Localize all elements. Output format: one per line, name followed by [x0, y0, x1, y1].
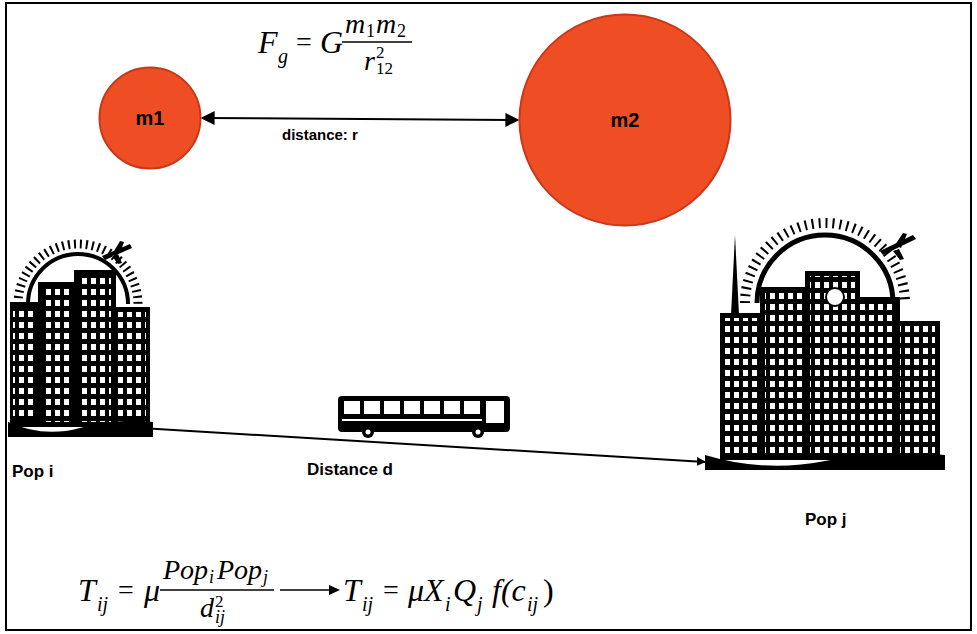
population-label: Pop j: [805, 510, 847, 530]
circle-shape: [520, 15, 731, 226]
formula-symbol: 12: [376, 60, 393, 77]
population-label: Pop i: [12, 462, 54, 482]
formula-symbol: =: [383, 576, 399, 604]
formula-symbol: i: [445, 594, 451, 614]
mass-label: m1: [136, 107, 165, 130]
formula-symbol: ij: [97, 594, 108, 614]
formula-symbol: ij: [527, 594, 538, 614]
formula-symbol: d: [200, 594, 214, 622]
circle-shape: [100, 68, 201, 169]
formula-symbol: g: [278, 46, 288, 66]
city-node: Pop j: [705, 225, 945, 470]
formula-symbol: T: [343, 574, 361, 606]
formula-symbol: 1: [366, 22, 375, 40]
formula-symbol: r: [364, 47, 375, 75]
formula-symbol: =: [296, 28, 312, 56]
edge-label: distance: r: [280, 126, 360, 144]
formula-symbol: 2: [376, 44, 385, 61]
formula-symbol: ): [543, 574, 554, 606]
city-illustration: [8, 241, 153, 437]
formula-symbol: =: [118, 576, 134, 604]
formula-symbol: Q: [453, 574, 476, 606]
fraction-bar: [160, 589, 274, 591]
city-node: Pop i: [8, 232, 153, 437]
formula-arrow: [280, 589, 332, 591]
formula-symbol: f(c: [492, 574, 526, 606]
formula-symbol: μ: [144, 574, 160, 606]
formula-symbol: ij: [215, 608, 225, 626]
bus-illustration: [338, 396, 510, 438]
formula-arrowhead: [329, 585, 340, 595]
formula-symbol: j: [477, 594, 483, 614]
connector-line: [153, 429, 705, 462]
formula-symbol: Pop: [217, 556, 262, 584]
edge-label: Distance d: [305, 460, 395, 480]
formula-symbol: F: [258, 26, 278, 58]
formula-symbol: Pop: [163, 556, 208, 584]
mass-circle: m1: [98, 66, 202, 170]
connector-line: [202, 118, 518, 120]
fraction-bar: [342, 41, 412, 43]
mass-circle: m2: [518, 13, 732, 227]
mass-label: m2: [611, 109, 640, 132]
formula-symbol: m: [376, 10, 396, 38]
formula-symbol: 2: [397, 22, 406, 40]
formula-symbol: μX: [408, 574, 444, 606]
formula-symbol: i: [209, 568, 214, 586]
formula-symbol: j: [263, 568, 268, 586]
frame-border: [6, 3, 971, 630]
formula-symbol: G: [320, 26, 343, 58]
formula-symbol: T: [78, 574, 96, 606]
formula-symbol: ij: [362, 594, 373, 614]
formula-symbol: m: [345, 10, 365, 38]
city-illustration: [705, 223, 945, 470]
